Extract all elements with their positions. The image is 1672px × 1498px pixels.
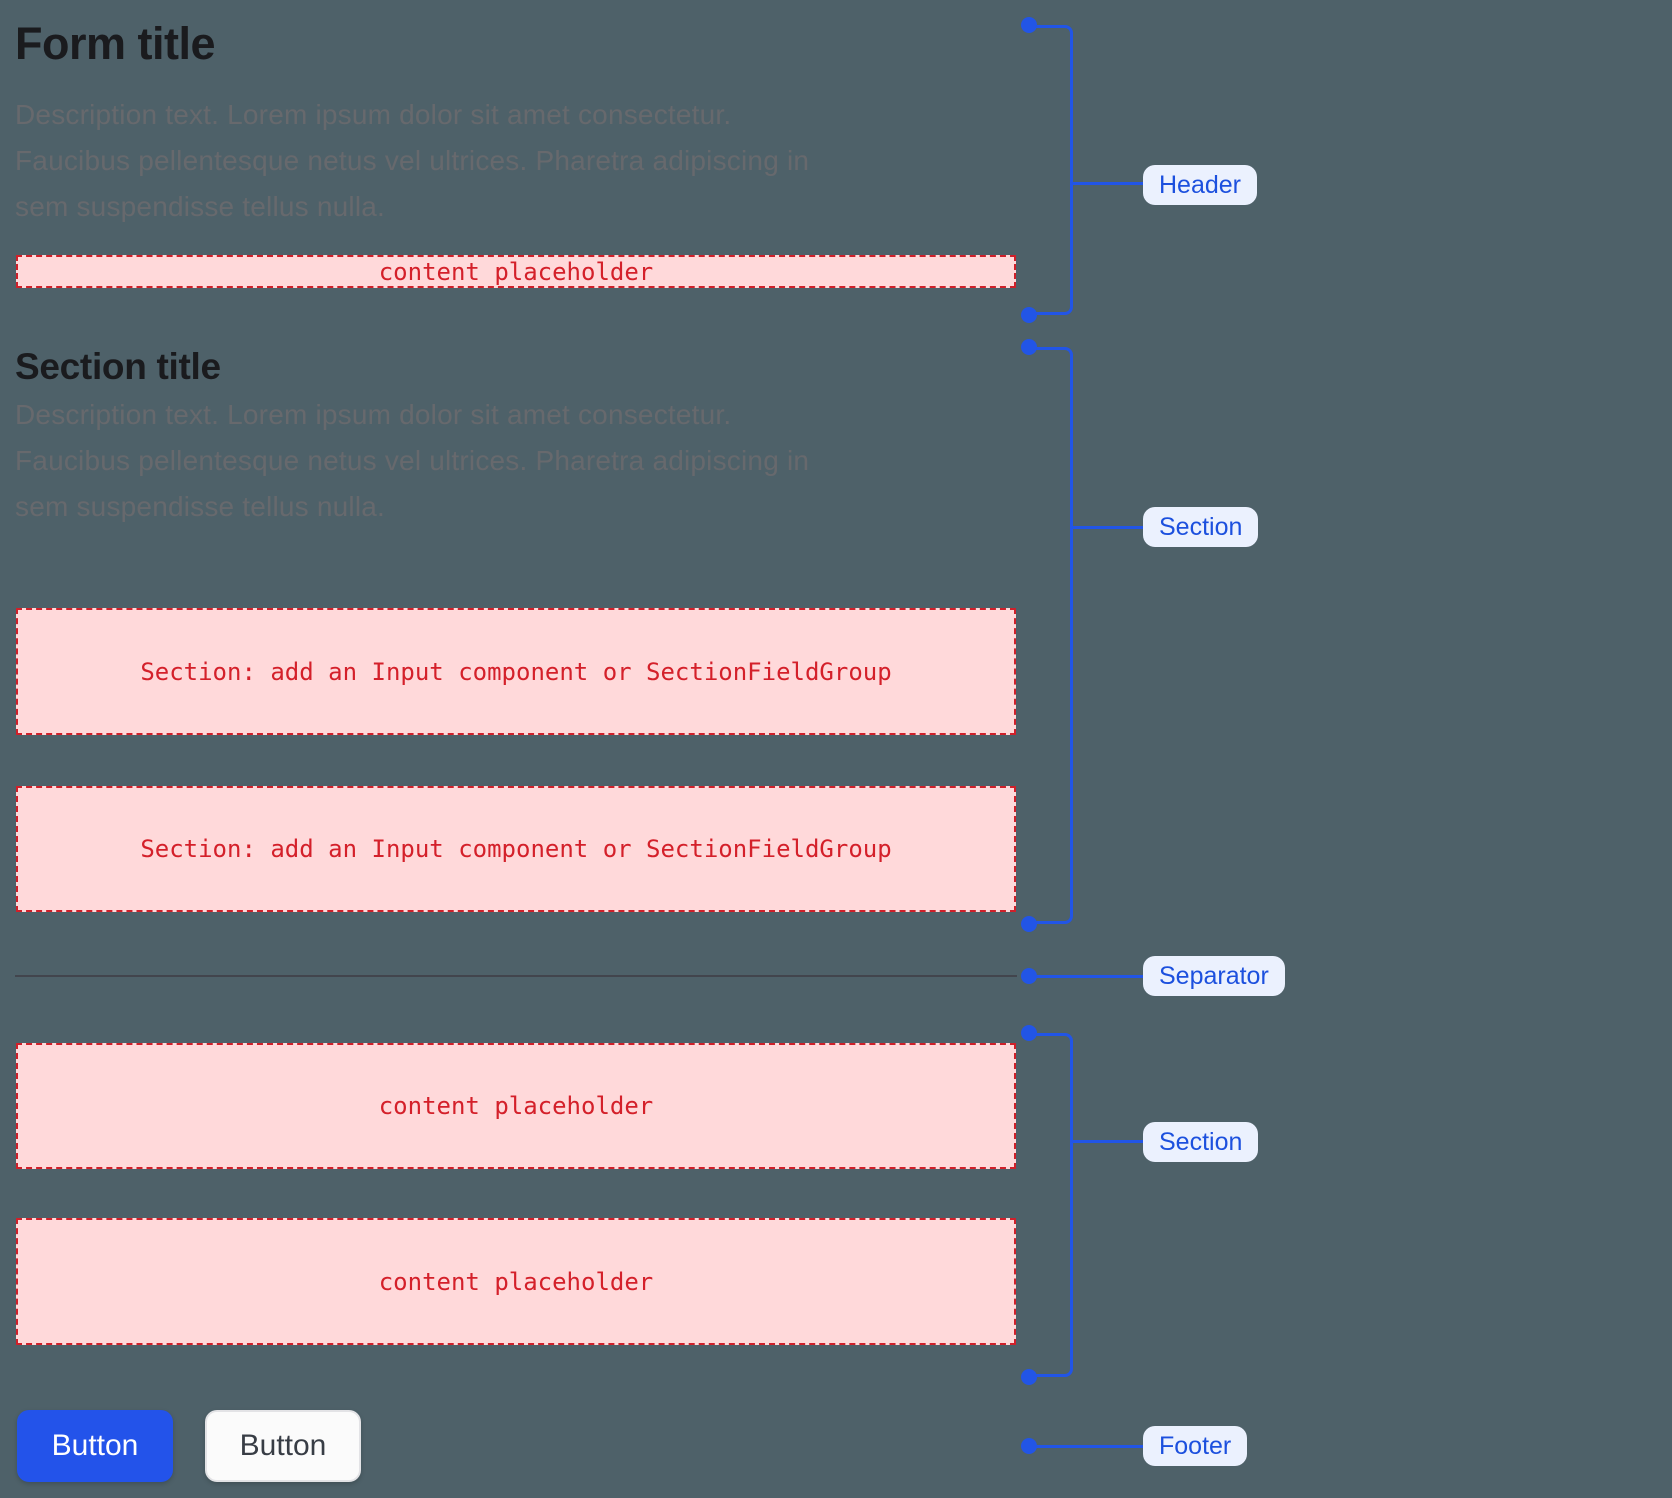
header-bracket: [1029, 25, 1073, 315]
header-connector-line: [1072, 182, 1143, 185]
section-top-bracket-bottom-dot: [1021, 916, 1037, 932]
section-top-bracket-top-dot: [1021, 339, 1037, 355]
header-content-placeholder: content placeholder: [16, 255, 1016, 288]
form-description-line: sem suspendisse tellus nulla.: [15, 191, 385, 222]
section-description-line: sem suspendisse tellus nulla.: [15, 491, 385, 522]
section-bottom-annotation-label: Section: [1143, 1122, 1259, 1162]
footer-annotation-label: Footer: [1143, 1426, 1248, 1466]
section-top-connector-line: [1072, 526, 1143, 529]
footer-connector-line: [1029, 1445, 1143, 1448]
header-bracket-top-dot: [1021, 17, 1037, 33]
section-title: Section title: [15, 346, 221, 387]
section-content-placeholder: content placeholder: [16, 1043, 1016, 1169]
separator-annotation-label: Separator: [1143, 956, 1285, 996]
header-annotation-label: Header: [1143, 165, 1257, 205]
form-description: Description text. Lorem ipsum dolor sit …: [15, 92, 809, 230]
section-description-line: Description text. Lorem ipsum dolor sit …: [15, 399, 732, 430]
form-description-line: Description text. Lorem ipsum dolor sit …: [15, 99, 732, 130]
section-input-slot-placeholder: Section: add an Input component or Secti…: [16, 608, 1016, 735]
section-description: Description text. Lorem ipsum dolor sit …: [15, 392, 809, 530]
separator-connector-line: [1029, 975, 1143, 978]
primary-button[interactable]: Button: [17, 1410, 173, 1482]
separator-line: [15, 975, 1017, 977]
section-description-line: Faucibus pellentesque netus vel ultrices…: [15, 445, 810, 476]
secondary-button[interactable]: Button: [205, 1410, 361, 1482]
section-bottom-bracket-top-dot: [1021, 1025, 1037, 1041]
section-input-slot-placeholder: Section: add an Input component or Secti…: [16, 786, 1016, 912]
section-bottom-bracket: [1029, 1033, 1073, 1377]
section-bottom-connector-line: [1072, 1140, 1143, 1143]
section-top-bracket: [1029, 347, 1073, 924]
header-bracket-bottom-dot: [1021, 307, 1037, 323]
form-title: Form title: [15, 18, 216, 69]
form-description-line: Faucibus pellentesque netus vel ultrices…: [15, 145, 810, 176]
section-bottom-bracket-bottom-dot: [1021, 1369, 1037, 1385]
section-top-annotation-label: Section: [1143, 507, 1259, 547]
section-content-placeholder: content placeholder: [16, 1218, 1016, 1345]
